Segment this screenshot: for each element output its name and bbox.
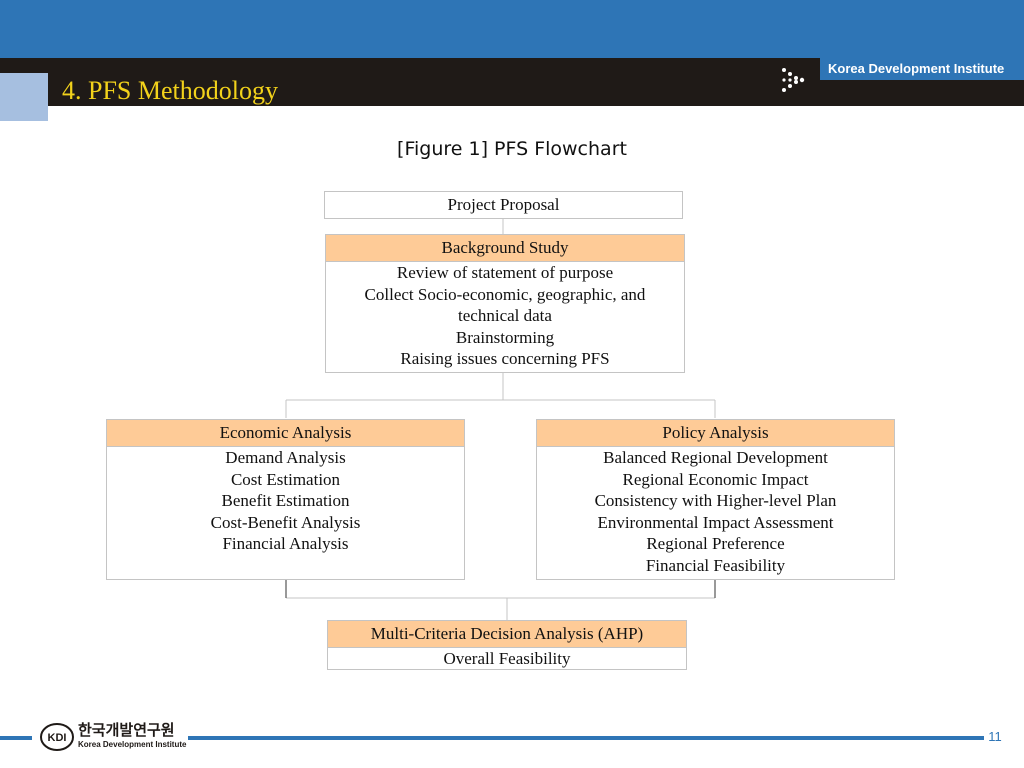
page-number: 11 bbox=[984, 729, 1006, 745]
project-proposal-label: Project Proposal bbox=[447, 195, 560, 214]
slide-title: 4. PFS Methodology bbox=[62, 76, 278, 105]
emblem-text: KDI bbox=[48, 732, 67, 744]
footer-logo-english: Korea Development Institute bbox=[78, 740, 187, 749]
background-item: Collect Socio-economic, geographic, and bbox=[364, 284, 646, 304]
policy-item: Balanced Regional Development bbox=[603, 448, 828, 467]
policy-item: Consistency with Higher-level Plan bbox=[594, 491, 837, 510]
background-study-title: Background Study bbox=[326, 235, 684, 262]
policy-analysis-items: Balanced Regional Development Regional E… bbox=[537, 447, 894, 576]
background-item: Raising issues concerning PFS bbox=[400, 349, 610, 368]
economic-analysis-items: Demand Analysis Cost Estimation Benefit … bbox=[107, 447, 464, 555]
project-proposal-box: Project Proposal bbox=[324, 191, 683, 219]
economic-analysis-box: Economic Analysis Demand Analysis Cost E… bbox=[106, 419, 465, 580]
background-study-items: Review of statement of purpose Collect S… bbox=[326, 262, 684, 370]
mcda-box: Multi-Criteria Decision Analysis (AHP) O… bbox=[327, 620, 687, 670]
economic-item: Benefit Estimation bbox=[221, 491, 350, 510]
policy-analysis-title: Policy Analysis bbox=[537, 420, 894, 447]
footer-rule bbox=[0, 736, 984, 740]
policy-item: Financial Feasibility bbox=[645, 555, 786, 575]
background-item: Review of statement of purpose bbox=[396, 263, 614, 282]
mcda-item: Overall Feasibility bbox=[443, 649, 571, 668]
economic-item: Demand Analysis bbox=[225, 448, 346, 467]
figure-caption: [Figure 1] PFS Flowchart bbox=[397, 138, 627, 160]
policy-item: Environmental Impact Assessment bbox=[597, 512, 834, 532]
brand-badge: Korea Development Institute bbox=[820, 58, 1024, 80]
economic-item: Cost Estimation bbox=[230, 469, 341, 489]
kdi-emblem-icon: KDI bbox=[40, 723, 74, 751]
policy-item: Regional Economic Impact bbox=[622, 469, 809, 489]
title-accent-square bbox=[0, 73, 48, 121]
background-item: technical data bbox=[458, 306, 552, 325]
policy-analysis-box: Policy Analysis Balanced Regional Develo… bbox=[536, 419, 895, 580]
mcda-title: Multi-Criteria Decision Analysis (AHP) bbox=[328, 621, 686, 648]
background-study-box: Background Study Review of statement of … bbox=[325, 234, 685, 373]
brand-arrow-dots-icon bbox=[782, 68, 805, 92]
header-band bbox=[0, 0, 1024, 58]
mcda-items: Overall Feasibility bbox=[328, 648, 686, 670]
policy-item: Regional Preference bbox=[646, 534, 785, 553]
background-item: Brainstorming bbox=[455, 327, 555, 347]
economic-analysis-title: Economic Analysis bbox=[107, 420, 464, 447]
economic-item: Financial Analysis bbox=[222, 534, 349, 553]
economic-item: Cost-Benefit Analysis bbox=[210, 512, 361, 532]
footer-logo-korean: 한국개발연구원 bbox=[78, 721, 175, 739]
